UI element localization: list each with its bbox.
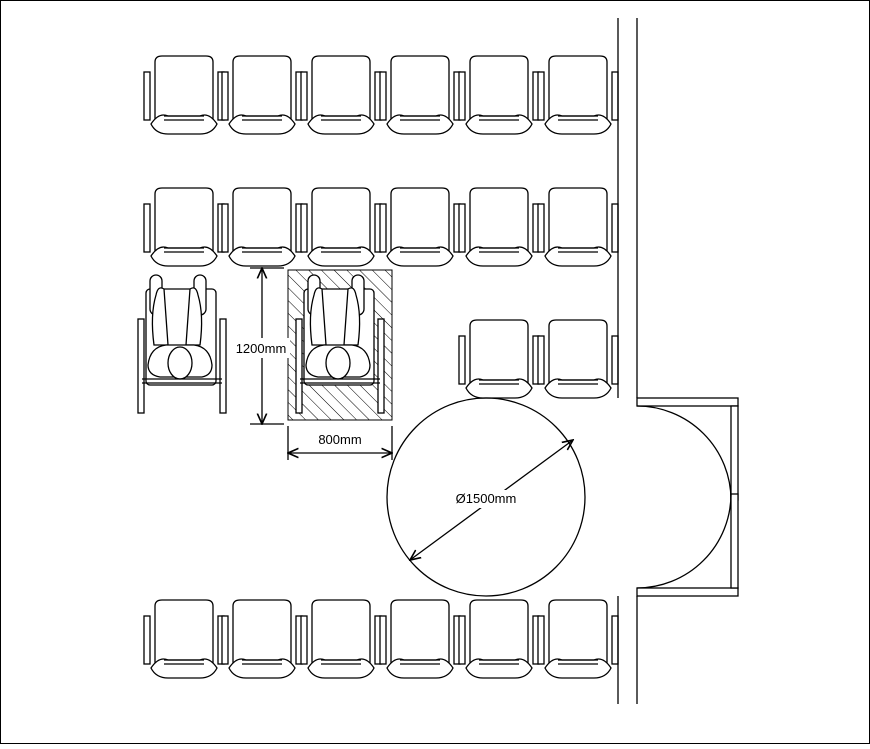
door-lower (636, 493, 739, 597)
seat-row-1 (143, 55, 619, 135)
wheelchair-user-1 (137, 274, 227, 414)
dimension-1200 (232, 268, 290, 424)
seat-row-4 (143, 599, 619, 679)
door-upper (636, 397, 739, 501)
turning-circle (386, 397, 586, 597)
seat-row-2 (143, 187, 619, 267)
turning-circle-label: Ø1500mm (456, 491, 517, 506)
wall (617, 18, 638, 704)
dimension-800 (288, 426, 392, 460)
depth-dimension-label: 1200mm (236, 341, 287, 356)
seat-row-3 (458, 319, 619, 399)
width-dimension-label: 800mm (318, 432, 361, 447)
